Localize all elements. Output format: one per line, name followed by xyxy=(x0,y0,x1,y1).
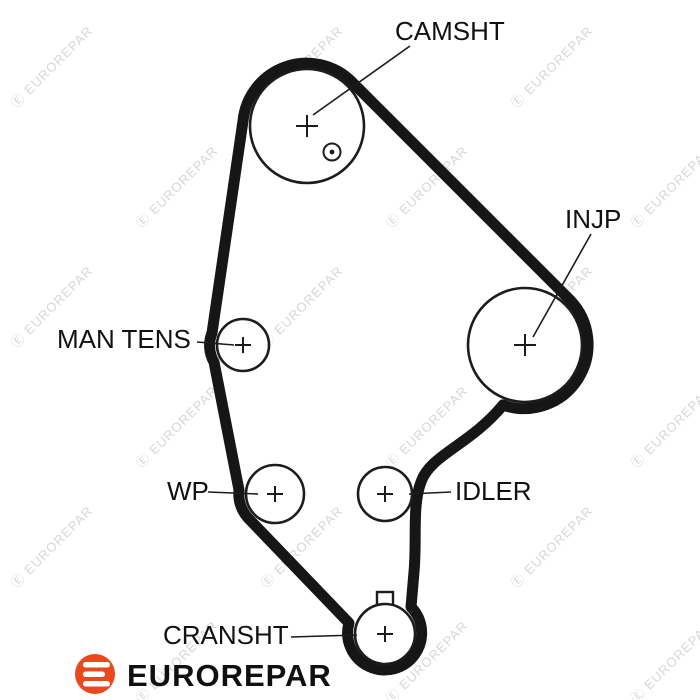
camshaft-center-cross-icon xyxy=(296,115,318,137)
logo-bar-bottom xyxy=(83,681,110,687)
label-water-pump-group: WP xyxy=(167,476,259,506)
watermark-text: Ⓔ EUROREPAR xyxy=(133,143,221,231)
watermark-text: Ⓔ EUROREPAR xyxy=(8,23,96,111)
idler-center-cross-icon xyxy=(377,486,393,502)
watermark-text: Ⓔ EUROREPAR xyxy=(628,383,700,471)
watermark-text: Ⓔ EUROREPAR xyxy=(628,143,700,231)
water-pump-center-cross-icon xyxy=(267,486,283,502)
watermark-text: Ⓔ EUROREPAR xyxy=(383,383,471,471)
watermark-text: Ⓔ EUROREPAR xyxy=(628,618,700,700)
crankshaft-pointer-line xyxy=(290,634,358,638)
timing-belt xyxy=(204,57,594,676)
logo-bar-top xyxy=(83,662,110,668)
manual-tensioner-pointer-line xyxy=(196,341,235,346)
label-manual-tensioner-group: MAN TENS xyxy=(57,324,235,354)
label-idler-group: IDLER xyxy=(408,476,532,506)
brand-footer: EUROREPAR xyxy=(75,654,332,694)
crankshaft-label: CRANSHT xyxy=(163,620,289,650)
water-pump-label: WP xyxy=(167,476,209,506)
injection-pump-pointer-line xyxy=(532,233,592,338)
camshaft-pulley xyxy=(248,67,366,185)
watermark-text: Ⓔ EUROREPAR xyxy=(133,383,221,471)
injection-pump-label: INJP xyxy=(565,204,621,234)
manual-tensioner-pulley xyxy=(215,317,271,373)
idler-pointer-line xyxy=(408,491,452,495)
logo-bar-middle xyxy=(83,671,105,677)
label-camshaft-group: CAMSHT xyxy=(312,16,505,116)
idler-pulley xyxy=(356,465,414,523)
eurorepar-logo-icon xyxy=(75,654,115,694)
camshaft-label: CAMSHT xyxy=(395,16,505,46)
camshaft-pointer-line xyxy=(312,45,411,116)
injection-pump-center-cross-icon xyxy=(514,334,536,356)
water-pump-pointer-line xyxy=(207,491,259,495)
manual-tensioner-center-cross-icon xyxy=(235,337,251,353)
camshaft-pin-circle xyxy=(322,142,342,162)
injection-pump-pulley xyxy=(466,286,584,404)
watermark-text: Ⓔ EUROREPAR xyxy=(258,263,346,351)
manual-tensioner-label: MAN TENS xyxy=(57,324,191,354)
watermark-text: Ⓔ EUROREPAR xyxy=(8,503,96,591)
label-injection-pump-group: INJP xyxy=(532,204,621,338)
label-crankshaft-group: CRANSHT xyxy=(163,620,358,650)
idler-label: IDLER xyxy=(455,476,532,506)
watermark-text: Ⓔ EUROREPAR xyxy=(508,23,596,111)
brand-name: EUROREPAR xyxy=(127,658,332,693)
watermark-text: Ⓔ EUROREPAR xyxy=(508,503,596,591)
crankshaft-center-cross-icon xyxy=(377,626,393,642)
camshaft-pin-dot xyxy=(329,149,335,155)
crankshaft-pulley xyxy=(353,590,417,666)
